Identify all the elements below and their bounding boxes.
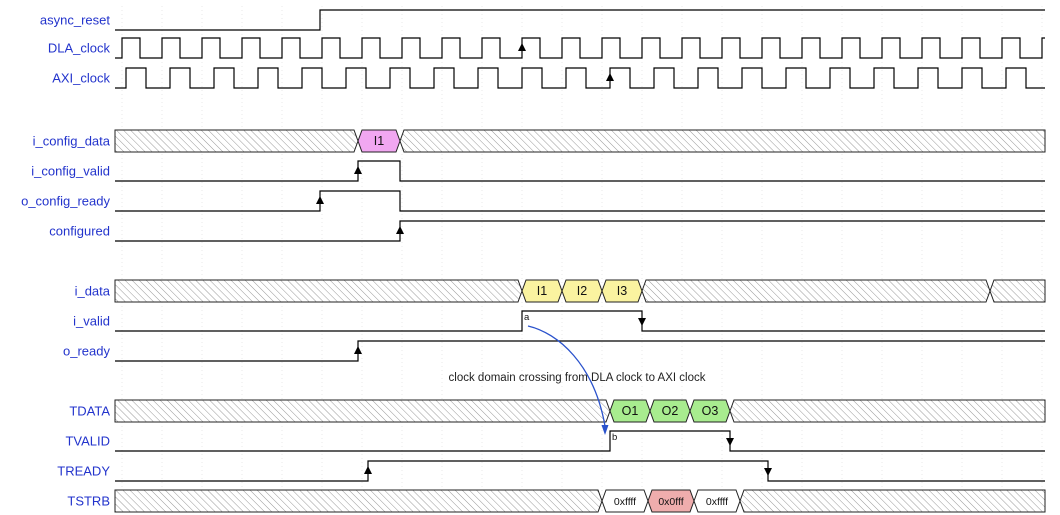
edge-arrow-up-icon <box>396 226 404 234</box>
signal-label-TSTRB: TSTRB <box>67 494 110 509</box>
signal-label-i_config_valid: i_config_valid <box>31 164 110 179</box>
signal-row-i_config_valid: i_config_valid <box>31 160 1045 182</box>
signal-row-TREADY: TREADY <box>57 460 1045 482</box>
signal-row-TDATA: TDATA O1 O2 O3 <box>69 399 1046 423</box>
edge-arrow-up-icon <box>354 166 362 174</box>
signal-row-o_config_ready: o_config_ready <box>21 190 1045 212</box>
bus-unknown-segment <box>641 279 991 303</box>
signal-label-configured: configured <box>49 224 110 239</box>
wave-async_reset <box>115 9 1045 31</box>
signal-row-DLA_clock: DLA_clock <box>48 37 1045 59</box>
edge-arrow-up-icon <box>518 43 526 51</box>
wave-AXI_clock <box>115 67 1045 89</box>
bus-unknown-segment <box>114 129 359 153</box>
signal-row-o_ready: o_ready <box>63 340 1045 362</box>
signal-label-TVALID: TVALID <box>65 434 110 449</box>
bus-value-text: I1 <box>537 284 547 298</box>
edge-arrow-up-icon <box>606 73 614 81</box>
wave-i_config_valid <box>115 160 1045 182</box>
bus-value-text: O2 <box>662 404 679 418</box>
wave-o_config_ready <box>115 190 1045 212</box>
signal-row-i_data: i_data I1 I2 I3 <box>75 279 1046 303</box>
bus-unknown-segment <box>114 399 611 423</box>
bus-value-text: 0xffff <box>706 496 728 508</box>
edge-arrow-down-icon <box>726 438 734 446</box>
bus-value-text: I1 <box>374 134 384 148</box>
edge-arrow-up-icon <box>364 466 372 474</box>
bus-value-text: 0x0fff <box>658 496 683 508</box>
signal-row-TVALID: TVALID b <box>65 430 1045 452</box>
edge-arrow-down-icon <box>638 318 646 326</box>
bus-unknown-segment <box>989 279 1046 303</box>
signal-row-i_valid: i_valid a <box>73 310 1045 332</box>
signal-label-TREADY: TREADY <box>57 464 110 479</box>
signal-label-i_config_data: i_config_data <box>33 134 111 149</box>
signal-row-AXI_clock: AXI_clock <box>52 67 1045 89</box>
signal-label-DLA_clock: DLA_clock <box>48 41 111 56</box>
bus-value-text: I3 <box>617 284 627 298</box>
event-marker-a: a <box>524 312 530 323</box>
bus-unknown-segment <box>729 399 1046 423</box>
edge-arrow-down-icon <box>764 468 772 476</box>
bus-unknown-segment <box>114 489 603 513</box>
bus-value-text: I2 <box>577 284 587 298</box>
signal-label-TDATA: TDATA <box>69 404 110 419</box>
signal-label-o_ready: o_ready <box>63 344 110 359</box>
signal-label-o_config_ready: o_config_ready <box>21 194 110 209</box>
signal-row-TSTRB: TSTRB 0xffff 0x0fff 0xffff <box>67 489 1046 513</box>
wave-o_ready <box>115 340 1045 362</box>
wave-configured <box>115 220 1045 242</box>
signal-label-i_data: i_data <box>75 284 111 299</box>
signal-label-i_valid: i_valid <box>73 314 110 329</box>
signal-label-AXI_clock: AXI_clock <box>52 71 110 86</box>
overlay <box>527 325 609 435</box>
bus-unknown-segment <box>114 279 523 303</box>
wave-i_valid <box>115 310 1045 332</box>
event-marker-b: b <box>612 432 617 443</box>
signal-label-async_reset: async_reset <box>40 13 110 28</box>
edge-arrow-up-icon <box>316 196 324 204</box>
bus-unknown-segment <box>739 489 1046 513</box>
bus-value-text: O3 <box>702 404 719 418</box>
wave-TREADY <box>115 460 1045 482</box>
signal-row-async_reset: async_reset <box>40 9 1045 31</box>
bus-value-text: 0xffff <box>614 496 636 508</box>
cdc-arrow <box>527 325 609 435</box>
grid <box>121 6 1043 512</box>
signal-row-configured: configured <box>49 220 1045 242</box>
wave-TVALID <box>115 430 1045 452</box>
edge-arrow-up-icon <box>354 346 362 354</box>
signal-row-i_config_data: i_config_data I1 <box>33 129 1046 153</box>
cdc-arrowhead-icon <box>601 425 609 435</box>
bus-unknown-segment <box>399 129 1046 153</box>
bus-value-text: O1 <box>622 404 639 418</box>
wave-DLA_clock <box>115 37 1045 59</box>
